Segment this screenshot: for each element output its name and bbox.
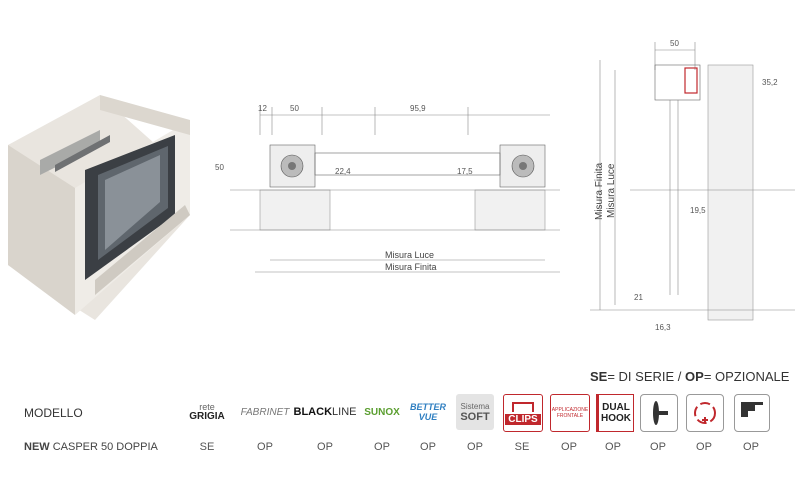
dim-16: 16,3	[655, 323, 671, 332]
dim-95: 95,9	[410, 104, 426, 113]
value-cell: OP	[561, 441, 577, 453]
rotation-plus-icon	[686, 394, 724, 432]
dim-12: 12	[258, 104, 267, 113]
soft-text: SOFT	[460, 411, 490, 423]
applicazione-text: APPLICAZIONE FRONTALE	[551, 407, 589, 419]
product-render	[0, 80, 215, 320]
handle-icon	[640, 394, 678, 432]
dim-22: 22,4	[335, 167, 351, 176]
clips-icon	[512, 401, 534, 412]
better-text: BETTER	[410, 402, 446, 412]
value-cell: OP	[605, 441, 621, 453]
value-cell: OP	[650, 441, 666, 453]
logo-clips: CLIPS	[503, 394, 543, 432]
v-finita-label: Misura Finita	[594, 162, 605, 220]
sistema-text: Sistema	[460, 402, 490, 411]
logo-applicazione-frontale: APPLICAZIONE FRONTALE	[550, 394, 590, 432]
dim-19: 19,5	[690, 206, 706, 215]
value-cell: OP	[743, 441, 759, 453]
legend-op-text: = OPZIONALE	[703, 369, 790, 384]
legend: SE= DI SERIE / OP= OPZIONALE	[590, 369, 789, 384]
hook-text: HOOK	[601, 413, 631, 424]
value-cell: OP	[696, 441, 712, 453]
logo-rete-grigia: rete GRIGIA	[185, 394, 229, 430]
value-cell: SE	[514, 441, 530, 453]
logo-sistema-soft: Sistema SOFT	[456, 394, 494, 430]
dim-21: 21	[634, 293, 643, 302]
value-cell: SE	[199, 441, 215, 453]
model-name-text: CASPER 50 DOPPIA	[49, 441, 158, 453]
dual-text: DUAL	[602, 402, 630, 413]
legend-op-code: OP	[685, 369, 704, 384]
dim-50: 50	[290, 104, 299, 113]
value-cell: OP	[257, 441, 273, 453]
vue-text: VUE	[418, 412, 438, 422]
dim-35: 35,2	[762, 78, 778, 87]
value-cell: OP	[420, 441, 436, 453]
dim-17: 17,5	[457, 167, 473, 176]
logo-sunox: SUNOX	[362, 394, 402, 430]
logo-fabrinet: FABRINET	[240, 394, 290, 430]
v-luce-label: Misura Luce	[606, 163, 617, 218]
line-text: LINE	[332, 406, 357, 418]
logo-dual-hook: DUAL HOOK	[596, 394, 634, 432]
legend-se-text: = DI SERIE /	[607, 369, 686, 384]
legend-se-code: SE	[590, 369, 608, 384]
sunox-text: SUNOX	[364, 406, 400, 418]
black-text: BLACK	[293, 406, 333, 418]
model-prefix: NEW	[24, 441, 50, 453]
logo-better-vue: BETTER VUE	[408, 394, 448, 430]
model-header: MODELLO	[24, 406, 83, 420]
finita-label: Misura Finita	[385, 262, 437, 272]
dim-50-left: 50	[215, 163, 224, 172]
luce-label: Misura Luce	[385, 250, 434, 260]
value-cell: OP	[317, 441, 333, 453]
value-cell: OP	[374, 441, 390, 453]
grigia-text: GRIGIA	[189, 411, 225, 422]
fabrinet-text: FABRINET	[240, 406, 290, 418]
staircase-icon	[734, 394, 770, 432]
vertical-section-drawing: 50 35,2 19,5 21 16,3 Misura Finita Misur…	[590, 30, 800, 335]
model-name: NEW CASPER 50 DOPPIA	[24, 441, 158, 453]
dim-50-top: 50	[670, 39, 679, 48]
value-cell: OP	[467, 441, 483, 453]
plan-section-drawing: 12 50 95,9 50 22,4 17,5 Misura Luce Misu…	[210, 95, 580, 285]
clips-text: CLIPS	[505, 413, 541, 425]
rete-text: rete	[199, 402, 215, 412]
